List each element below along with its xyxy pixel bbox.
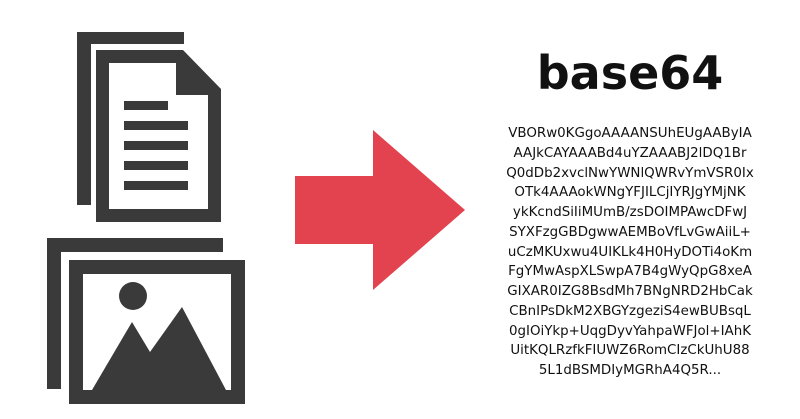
base64-line: Q0dDb2xvclNwYWNlQWRvYmVSR0Ix xyxy=(506,165,754,181)
base64-line: GIXAR0IZG8BsdMh7BNgNRD2HbCak xyxy=(507,284,753,299)
documents-icon xyxy=(77,32,221,222)
base64-line: UitKQLRzfkFIUWZ6RomCIzCkUhU88 xyxy=(510,343,750,359)
base64-line: SYXFzgGBDgwwAEMBoVfLvGwAiiL+ xyxy=(509,224,751,240)
base64-line: 5L1dBSMDIyMGRhA4Q5R... xyxy=(538,363,722,378)
base64-line: CBnIPsDkM2XBGYzgeziS4ewBUBsqL xyxy=(509,303,751,319)
base64-line: OTk4AAAokWNgYFJILCjIYRJgYMjNK xyxy=(514,185,746,201)
base64-line: ykKcndSiIiMUmB/zsDOIMPAwcDFwJ xyxy=(512,205,748,220)
base64-line: FgYMwAspXLSwpA7B4gWyQpG8xeA xyxy=(508,264,752,280)
images-icon xyxy=(47,238,245,404)
page-title: base64 xyxy=(536,46,724,100)
base64-line: VBORw0KGgoAAAANSUhEUgAAByIA xyxy=(508,126,752,141)
file-icons-group xyxy=(47,32,245,404)
base64-line: uCzMKUxwu4UIKLk4H0HyDOTi4oKm xyxy=(507,244,753,260)
base64-line: AAJkCAYAAABd4uYZAAABJ2lDQ1Br xyxy=(513,145,747,161)
base64-line: 0gIOiYkp+UqgDyvYahpaWFJol+IAhK xyxy=(509,323,751,339)
base64-code-block: VBORw0KGgoAAAANSUhEUgAAByIA AAJkCAYAAABd… xyxy=(466,124,794,381)
arrow-right-icon xyxy=(295,130,465,290)
